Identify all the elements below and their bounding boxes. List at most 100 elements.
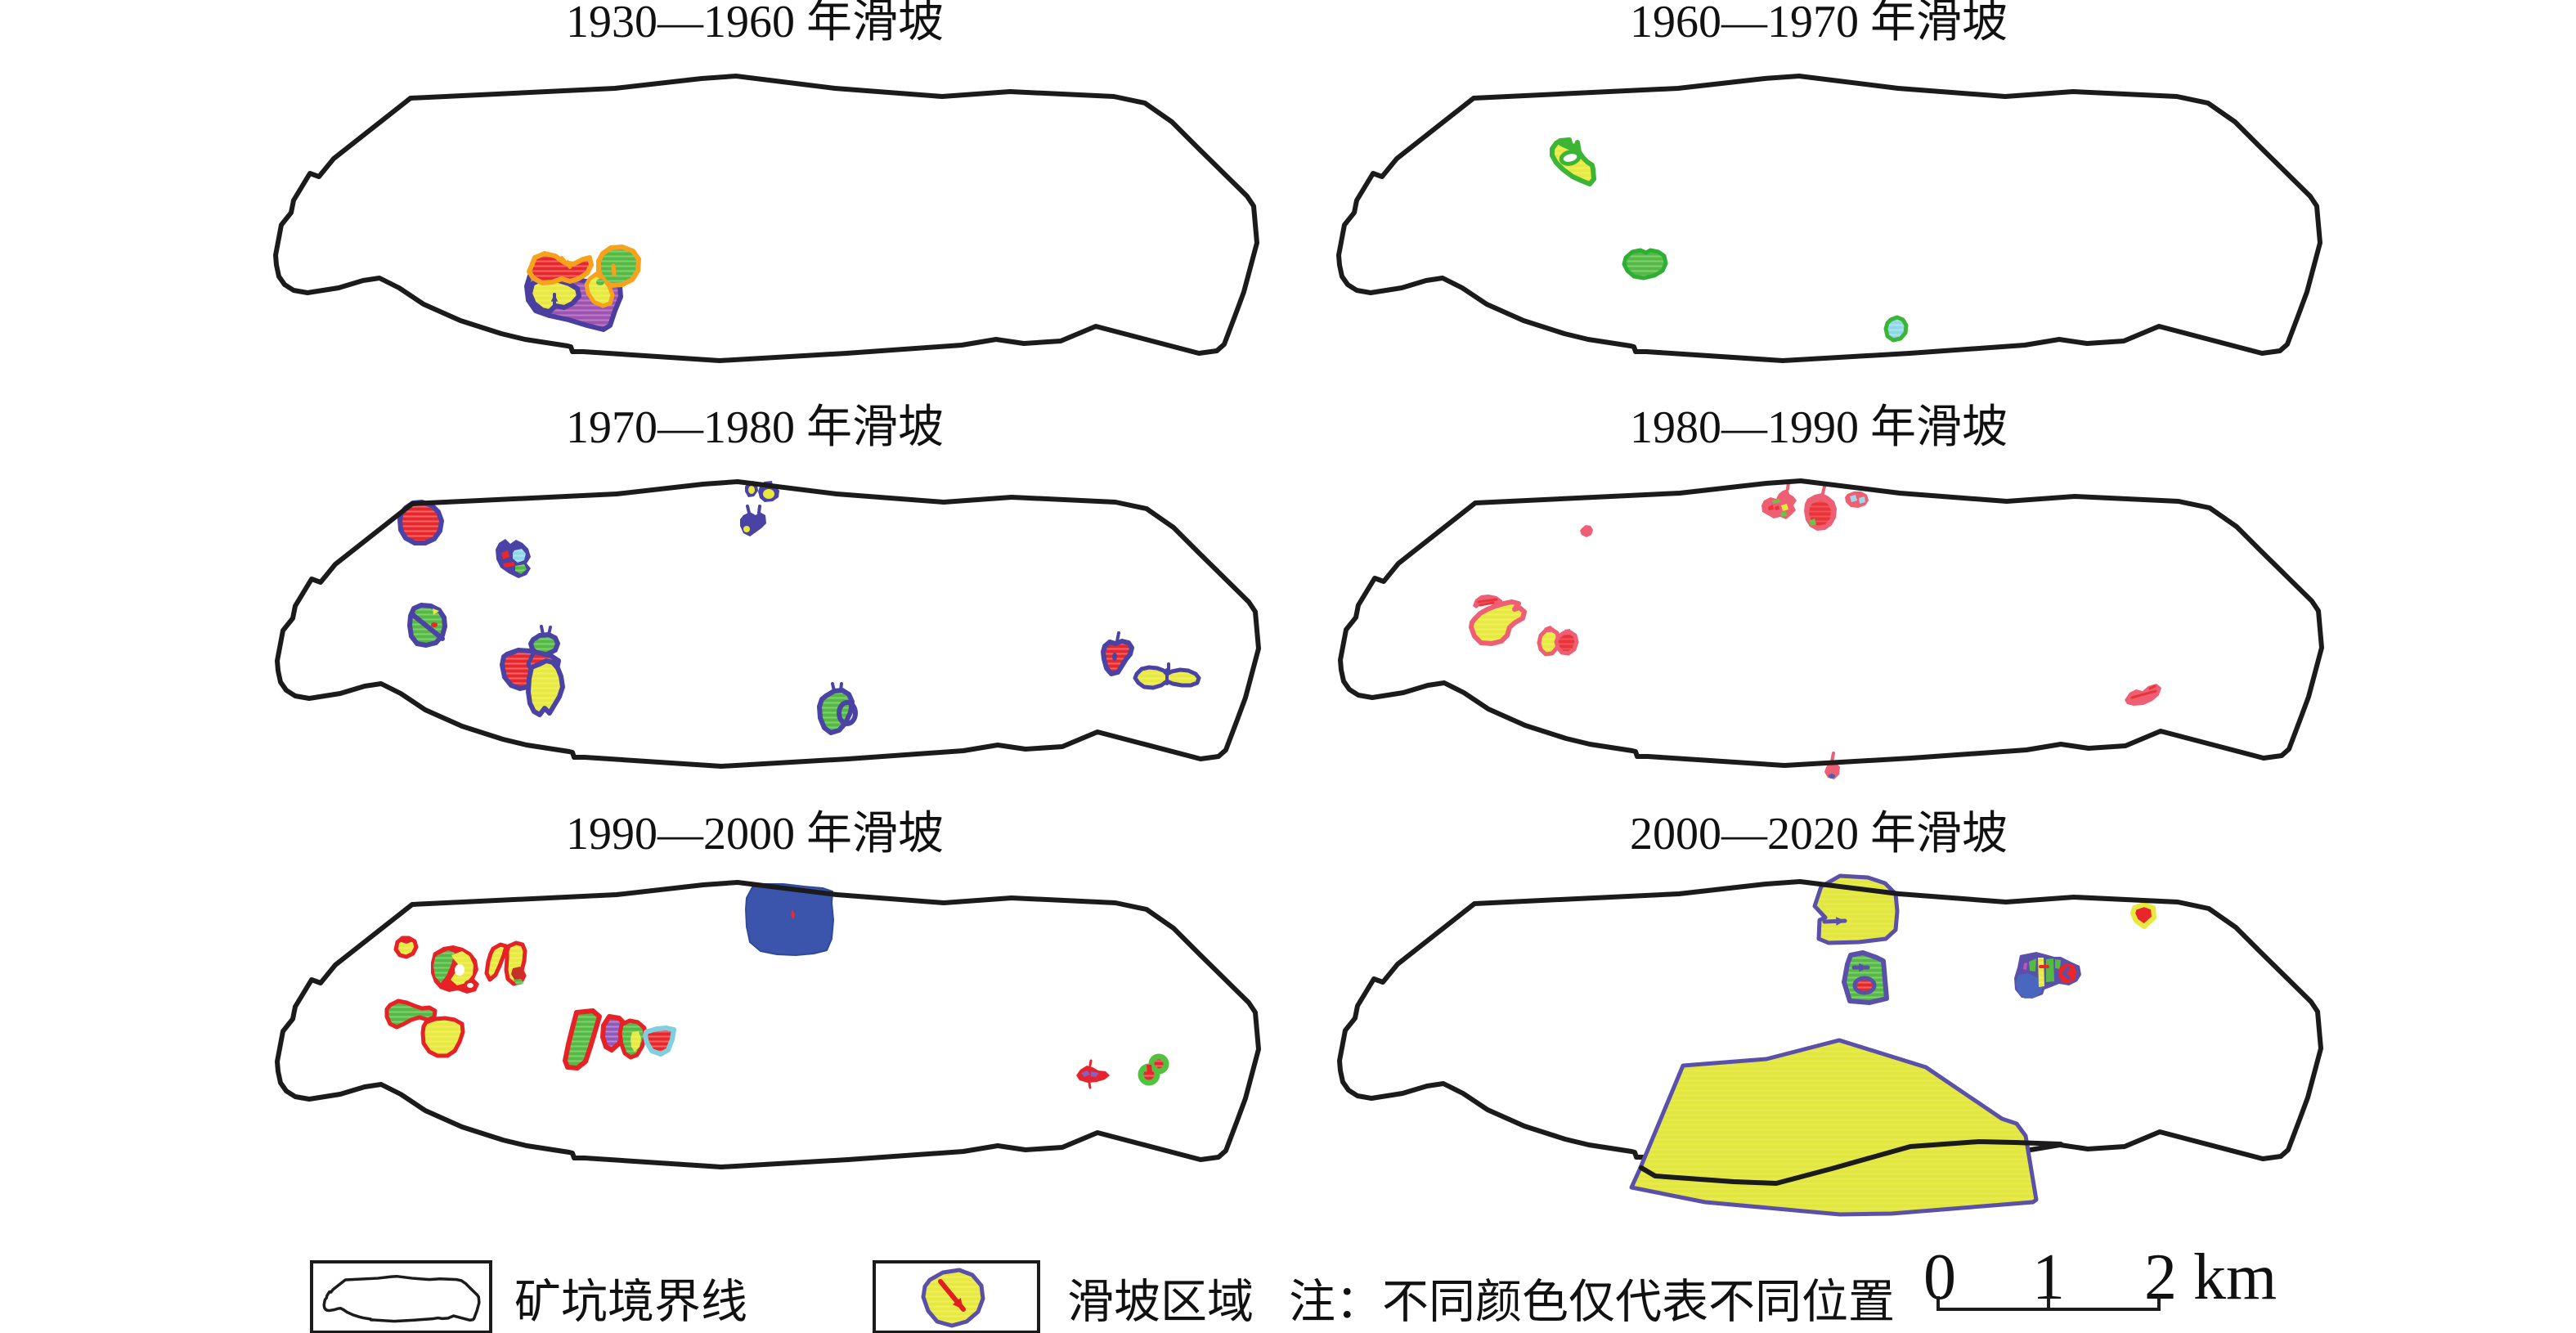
landslide-shape — [2029, 958, 2036, 972]
landslide-shape — [2058, 963, 2076, 983]
landslide-shape — [596, 245, 641, 288]
landslide-shape — [515, 564, 527, 574]
landslide-shape — [1829, 774, 1835, 779]
landslide-shape — [1852, 976, 1877, 995]
landslide-shape — [1629, 1038, 2039, 1217]
direction-arrow-head — [563, 259, 570, 267]
map-panel-6 — [1337, 873, 2323, 1217]
legend-boundary-sample-box — [310, 1260, 492, 1333]
landslide-shape — [837, 700, 858, 726]
legend-note: 注：不同颜色仅代表不同位置 — [1289, 1277, 1895, 1328]
landslide-shape — [1883, 315, 1909, 343]
landslide-shape — [745, 883, 834, 956]
panel-title-2000-2020: 2000—2020 年滑坡 — [1630, 809, 2008, 859]
landslide-mark — [611, 263, 617, 277]
landslide-mark — [1639, 1139, 2063, 1186]
landslide-mark — [1088, 1059, 1093, 1067]
landslide-shape — [2130, 902, 2156, 929]
landslide-shape — [1780, 511, 1787, 517]
landslide-shape — [393, 936, 419, 959]
legend-mini-pit-outline — [322, 1274, 481, 1323]
landslide-shape — [503, 562, 515, 568]
landslide-shape — [501, 550, 509, 559]
landslide-shape — [1809, 518, 1816, 526]
scale-bar: 0 1 2 km — [1923, 1241, 2277, 1313]
panel-title-1930-1960: 1930—1960 年滑坡 — [566, 0, 944, 47]
panel-title-1980-1990: 1980—1990 年滑坡 — [1630, 402, 2008, 453]
direction-arrow-head — [1836, 917, 1845, 926]
map-panel-3 — [275, 479, 1261, 769]
landslide-shape — [513, 549, 526, 563]
landslide-shape — [464, 980, 477, 991]
landslide-shape — [1147, 1065, 1152, 1073]
legend-landslide-sample — [921, 1268, 985, 1328]
landslide-shape — [1850, 495, 1857, 502]
landslide-shape — [1622, 248, 1668, 281]
landslide-shape — [763, 489, 774, 499]
landslide-shape — [2016, 973, 2043, 999]
landslide-shape — [511, 967, 523, 980]
landslide-shape — [2055, 959, 2061, 969]
landslide-shape — [1859, 496, 1865, 504]
landslide-shape — [631, 1031, 641, 1052]
landslide-shape — [1580, 525, 1593, 537]
landslide-shape — [399, 938, 413, 944]
landslide-shape — [563, 1008, 602, 1070]
landslide-mark — [411, 613, 445, 641]
landslide-shape — [528, 632, 560, 657]
landslide-shape — [2038, 958, 2044, 987]
landslide-mark — [1088, 1081, 1092, 1089]
landslide-shape — [1772, 499, 1780, 504]
landslide-mark — [2148, 684, 2156, 690]
landslide-shape — [433, 608, 439, 615]
landslide-shape — [1781, 504, 1788, 511]
legend-boundary-label: 矿坑境界线 — [514, 1277, 747, 1328]
map-panel-4 — [1338, 478, 2324, 779]
pit-boundary-outline — [1336, 74, 2322, 363]
landslide-shape — [484, 942, 509, 982]
legend-landslide-sample-box — [873, 1260, 1040, 1333]
landslide-shape — [526, 658, 565, 717]
pit-boundary-outline — [1338, 478, 2324, 768]
landslide-mark — [2130, 689, 2157, 699]
landslide-shape — [431, 622, 438, 627]
landslide-shape — [1559, 150, 1582, 166]
panel-titles: 1930—1960 年滑坡 1960—1970 年滑坡 1970—1980 年滑… — [566, 0, 2008, 859]
landslide-shape — [1081, 1070, 1090, 1077]
legend-boundary-sample — [322, 1274, 481, 1323]
landslide-mark — [1115, 631, 1120, 643]
map-panel-2 — [1336, 74, 2322, 363]
landslide-shape — [455, 964, 464, 976]
landslide-shape — [1101, 639, 1134, 676]
direction-arrow-head — [952, 1297, 963, 1309]
landslide-shape — [1554, 630, 1579, 656]
landslide-mark — [1821, 485, 1826, 495]
pit-boundary-outline — [273, 74, 1259, 363]
landslide-shape — [1761, 489, 1797, 519]
landslide-shape — [596, 279, 604, 285]
scale-bar-line — [1936, 1296, 2161, 1311]
landslide-shape — [2023, 963, 2027, 970]
landslide-shape — [584, 272, 615, 308]
landslide-shape — [791, 909, 795, 920]
map-panel-1 — [273, 74, 1259, 363]
landslide-mark — [757, 505, 761, 514]
landslide-shape — [643, 1026, 676, 1057]
landslide-shape — [748, 486, 755, 494]
landslide-shape — [433, 950, 455, 983]
map-panels — [273, 74, 2324, 1217]
landslide-shape — [420, 1016, 465, 1058]
landslide-mark — [1477, 598, 1498, 604]
landslide-shape — [2046, 958, 2054, 982]
pit-boundary-outline — [275, 479, 1261, 769]
landslide-shape — [527, 251, 594, 285]
legend-landslide-label: 滑坡区域 — [1067, 1277, 1254, 1328]
legend: 矿坑境界线 滑坡区域 注：不同颜色仅代表不同位置 — [310, 1260, 1895, 1333]
scale-label-2km: 2 km — [2144, 1241, 2277, 1313]
panel-title-1970-1980: 1970—1980 年滑坡 — [566, 402, 944, 453]
panel-title-1960-1970: 1960—1970 年滑坡 — [1630, 0, 2008, 47]
map-panel-5 — [275, 880, 1261, 1169]
landslide-shape — [1768, 505, 1774, 510]
